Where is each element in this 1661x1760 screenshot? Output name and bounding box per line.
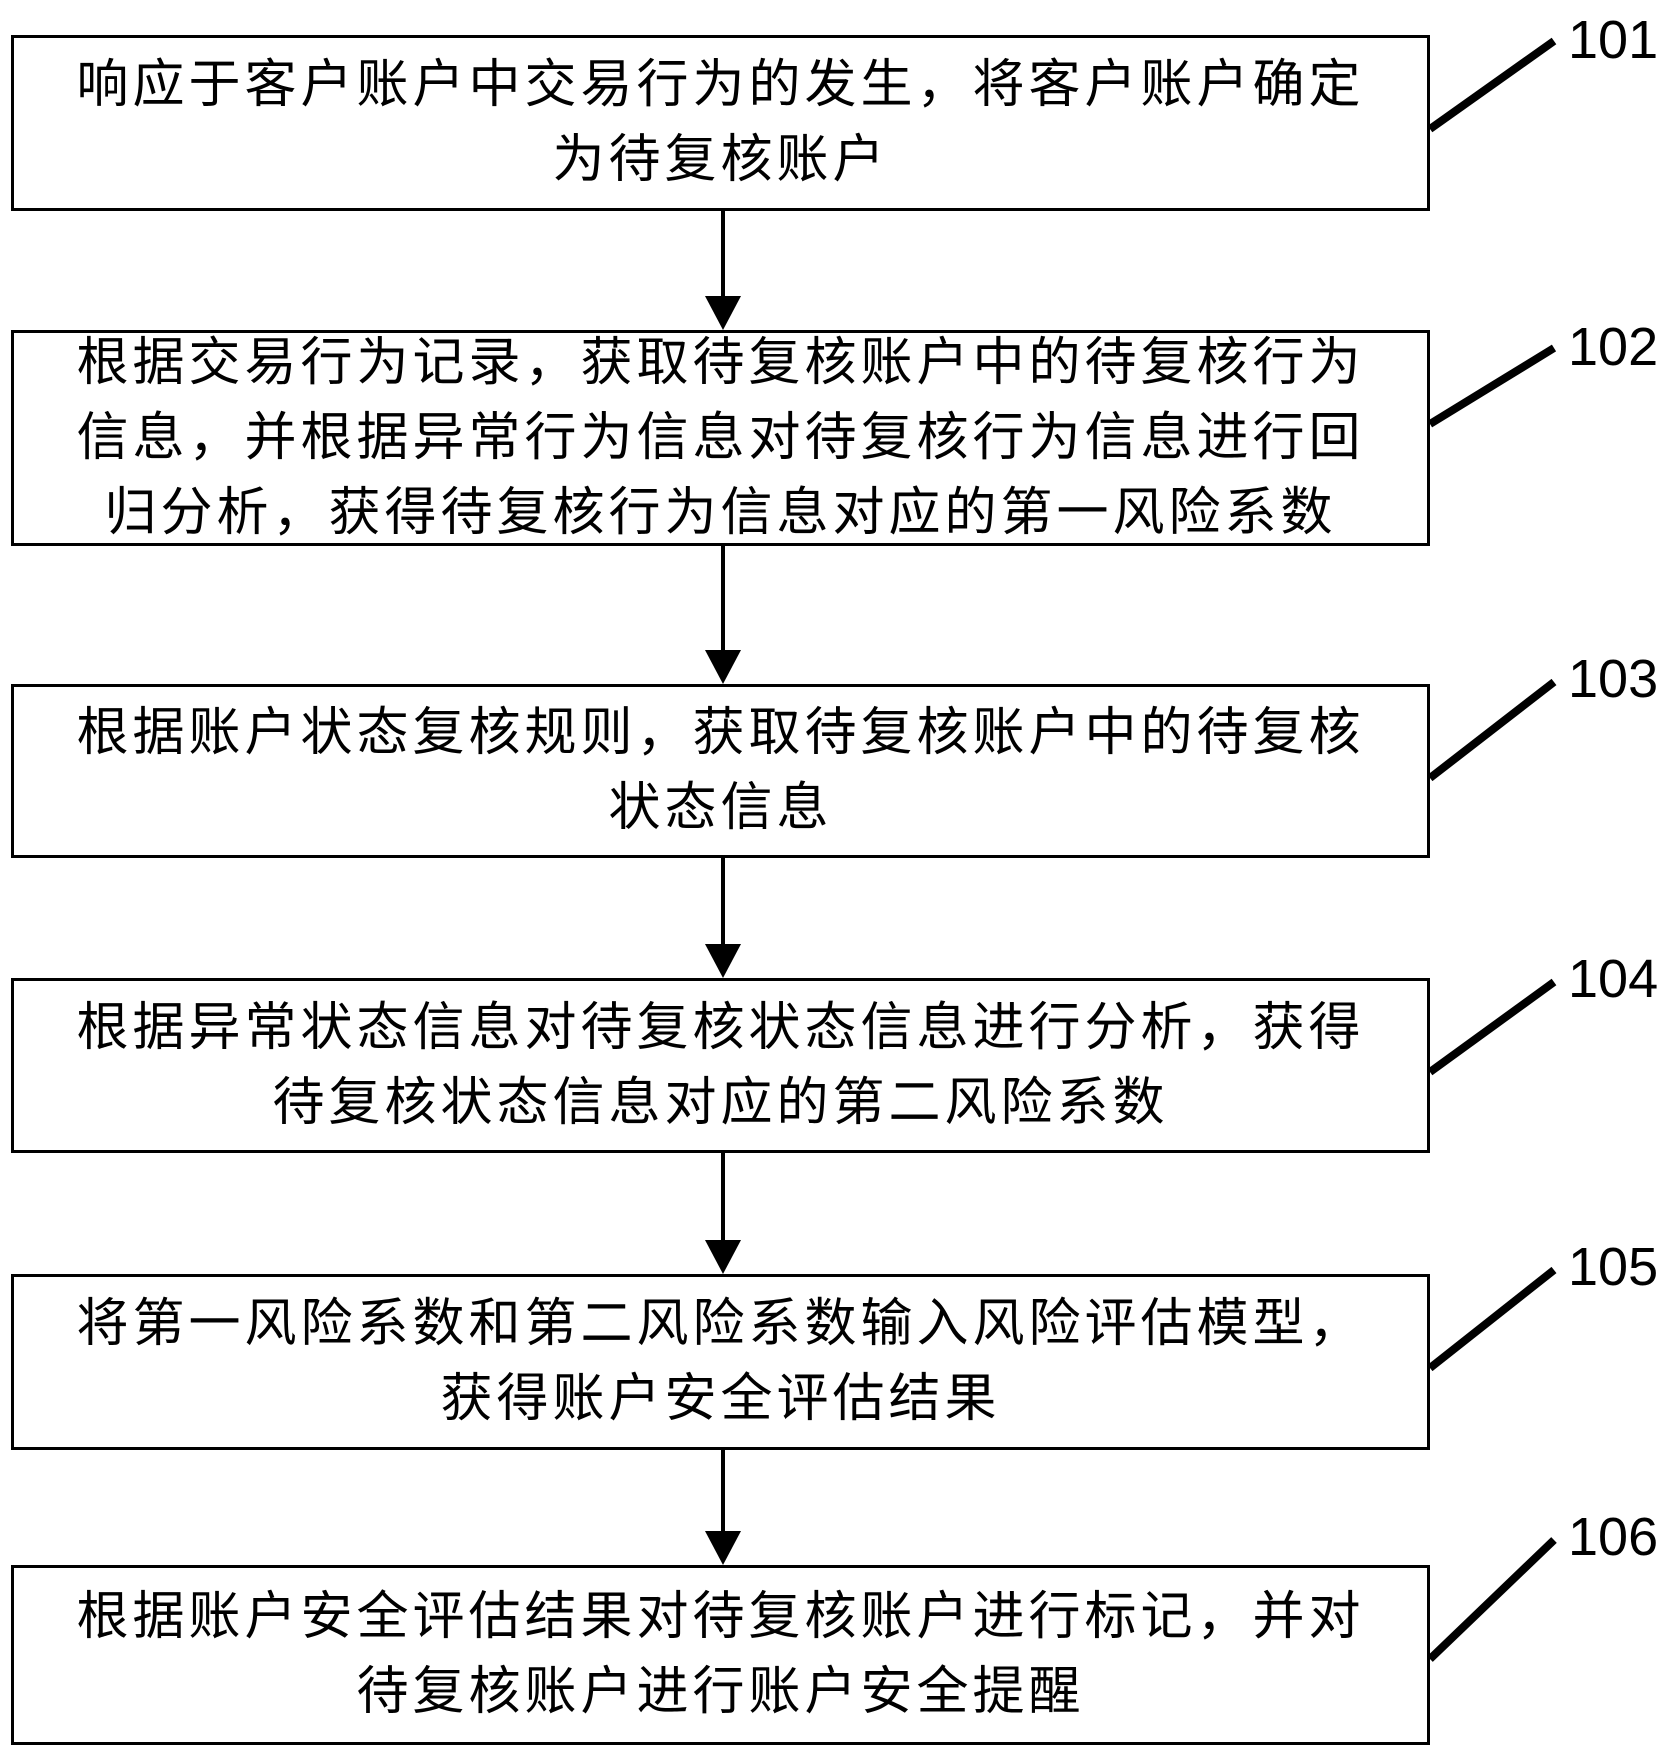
- step-number-label: 101: [1568, 10, 1659, 70]
- step-number-label: 102: [1568, 317, 1659, 377]
- step-box-105: 将第一风险系数和第二风险系数输入风险评估模型， 获得账户安全评估结果: [11, 1274, 1430, 1450]
- step-text-line: 根据交易行为记录，获取待复核账户中的待复核行为: [76, 334, 1365, 392]
- step-box-102: 根据交易行为记录，获取待复核账户中的待复核行为 信息，并根据异常行为信息对待复核…: [11, 330, 1430, 546]
- step-text-line: 响应于客户账户中交易行为的发生，将客户账户确定: [76, 57, 1365, 114]
- step-text-line: 待复核状态信息对应的第二风险系数: [272, 1074, 1169, 1132]
- step-number-label: 105: [1568, 1237, 1659, 1297]
- step-text-line: 获得账户安全评估结果: [440, 1371, 1001, 1428]
- step-text-line: 信息，并根据异常行为信息对待复核行为信息进行回: [76, 409, 1365, 467]
- step-text-line: 待复核账户进行账户安全提醒: [356, 1664, 1085, 1721]
- step-text-line: 状态信息: [608, 780, 833, 837]
- leader-line-104: [1427, 978, 1557, 1076]
- step-box-106: 根据账户安全评估结果对待复核账户进行标记，并对 待复核账户进行账户安全提醒: [11, 1565, 1430, 1745]
- step-number-label: 103: [1568, 649, 1659, 709]
- flow-arrow-heads: [705, 296, 741, 1565]
- step-box-104: 根据异常状态信息对待复核状态信息进行分析，获得 待复核状态信息对应的第二风险系数: [11, 978, 1430, 1153]
- step-number-label: 106: [1568, 1507, 1659, 1567]
- step-text-line: 为待复核账户: [552, 132, 889, 189]
- arrowhead-icon: [705, 1531, 741, 1565]
- leader-line-103: [1427, 678, 1557, 782]
- step-text-line: 归分析，获得待复核行为信息对应的第一风险系数: [104, 484, 1337, 542]
- leader-line-102: [1427, 344, 1557, 428]
- step-text-line: 根据异常状态信息对待复核状态信息进行分析，获得: [76, 999, 1365, 1057]
- arrowhead-icon: [705, 944, 741, 978]
- leader-line-106: [1427, 1537, 1557, 1662]
- label-leader-lines: [1427, 37, 1557, 1662]
- step-number-label: 104: [1568, 949, 1659, 1009]
- leader-line-105: [1427, 1266, 1557, 1372]
- arrowhead-icon: [705, 1240, 741, 1274]
- arrowhead-icon: [705, 296, 741, 330]
- step-box-101: 响应于客户账户中交易行为的发生，将客户账户确定 为待复核账户: [11, 35, 1430, 211]
- step-text-line: 将第一风险系数和第二风险系数输入风险评估模型，: [76, 1296, 1365, 1353]
- step-box-103: 根据账户状态复核规则，获取待复核账户中的待复核 状态信息: [11, 684, 1430, 858]
- step-text-line: 根据账户安全评估结果对待复核账户进行标记，并对: [76, 1589, 1365, 1646]
- leader-line-101: [1427, 37, 1557, 133]
- arrowhead-icon: [705, 650, 741, 684]
- step-text-line: 根据账户状态复核规则，获取待复核账户中的待复核: [76, 705, 1365, 762]
